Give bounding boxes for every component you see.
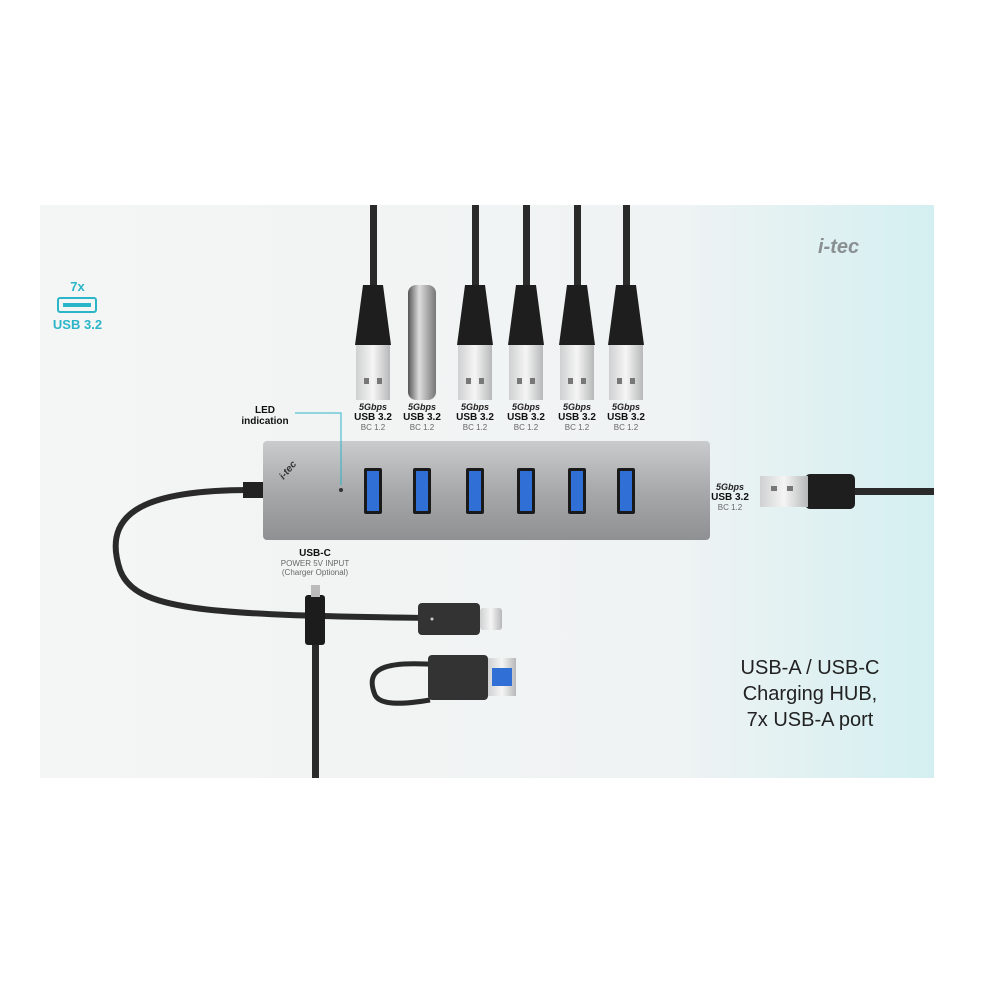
usb-a-adapter (428, 655, 488, 700)
label-text: BC 1.2 (462, 423, 488, 432)
label-text: USB 3.2 (558, 412, 596, 423)
badge-label: USB 3.2 (52, 317, 103, 332)
usb-plug-metal (458, 345, 492, 400)
usb-port-tongue (367, 471, 379, 511)
label-text: 5Gbps (511, 402, 540, 412)
right-plug-body (805, 474, 855, 509)
plug-hole (377, 378, 382, 384)
side-port-label: 5Gbps USB 3.2 BC 1.2 (705, 482, 755, 512)
usb-plug-body (457, 285, 493, 345)
usb-c-adapter (418, 603, 480, 635)
usb-port-tongue (571, 471, 583, 511)
label-text: indication (241, 416, 289, 427)
brand-logo: i-tec (818, 236, 860, 258)
plug-hole (517, 378, 522, 384)
usb-c-power-plug (305, 595, 325, 645)
usb-cable (472, 205, 479, 290)
plug-hole (568, 378, 573, 384)
usb-cable (370, 205, 377, 290)
label-text: 5Gbps (407, 402, 436, 412)
led-label: LED indication (235, 405, 295, 427)
label-text: USB 3.2 (403, 412, 441, 423)
headline: USB-A / USB-C Charging HUB, 7x USB-A por… (720, 655, 900, 733)
label-text: BC 1.2 (360, 423, 386, 432)
hub-cable-strain-relief (243, 482, 265, 498)
label-text: BC 1.2 (564, 423, 590, 432)
label-text: USB 3.2 (607, 412, 645, 423)
label-text: BC 1.2 (613, 423, 639, 432)
led-indicator (339, 488, 343, 492)
led-leader-line (295, 412, 342, 485)
usb-port-tongue (416, 471, 428, 511)
host-cable (112, 487, 431, 621)
usb-a-tongue (492, 668, 512, 686)
label-text: USB 3.2 (711, 492, 749, 503)
plug-hole (581, 378, 586, 384)
usb-c-tip (311, 585, 320, 597)
usb-cable (574, 205, 581, 290)
usb-cable (623, 205, 630, 290)
usb-plug-body (608, 285, 644, 345)
label-text: USB 3.2 (456, 412, 494, 423)
usb-plug-metal (560, 345, 594, 400)
usb-port-icon-tongue (63, 303, 91, 307)
usb-plug-body (559, 285, 595, 345)
label-text: USB 3.2 (507, 412, 545, 423)
power-cable (312, 600, 319, 778)
label-text: 7x USB-A port (746, 709, 874, 731)
usb-plug-metal (609, 345, 643, 400)
plug-hole (771, 486, 777, 491)
plug-hole (630, 378, 635, 384)
label-text: BC 1.2 (513, 423, 539, 432)
label-text: 5Gbps (715, 482, 744, 492)
badge-count: 7x (70, 279, 85, 294)
plug-hole (466, 378, 471, 384)
label-text: 5Gbps (562, 402, 591, 412)
hub-body (263, 441, 710, 540)
plug-hole (787, 486, 793, 491)
label-text: Charging HUB, (742, 683, 878, 705)
label-text: 5Gbps (358, 402, 387, 412)
usb-port-tongue (620, 471, 632, 511)
adapter-led-icon (430, 617, 434, 621)
right-cable (850, 488, 934, 495)
usb-cable (523, 205, 530, 290)
label-text: (Charger Optional) (281, 568, 349, 577)
usba-adapter-loop (369, 661, 441, 706)
right-plug-metal (760, 476, 808, 507)
usb-port-tongue (520, 471, 532, 511)
label-text: USB-A / USB-C (740, 657, 880, 679)
power-input-label: USB-C POWER 5V INPUT (Charger Optional) (255, 548, 375, 577)
usb-port-tongue (469, 471, 481, 511)
label-text: USB 3.2 (354, 412, 392, 423)
usb-plug-metal (509, 345, 543, 400)
label-text: 5Gbps (460, 402, 489, 412)
usb-plug-body (355, 285, 391, 345)
usb-port-icon (57, 297, 97, 313)
usb-plug-body (508, 285, 544, 345)
label-text: BC 1.2 (409, 423, 435, 432)
label-text: 5Gbps (611, 402, 640, 412)
label-text: BC 1.2 (717, 503, 743, 512)
label-text: LED (255, 405, 275, 416)
plug-hole (364, 378, 369, 384)
flash-drive (408, 285, 436, 400)
label-text: USB-C (299, 548, 331, 559)
usb-plug-metal (356, 345, 390, 400)
usb-c-connector (480, 608, 502, 630)
plug-hole (479, 378, 484, 384)
label-text: POWER 5V INPUT (280, 559, 350, 568)
plug-hole (530, 378, 535, 384)
plug-hole (617, 378, 622, 384)
